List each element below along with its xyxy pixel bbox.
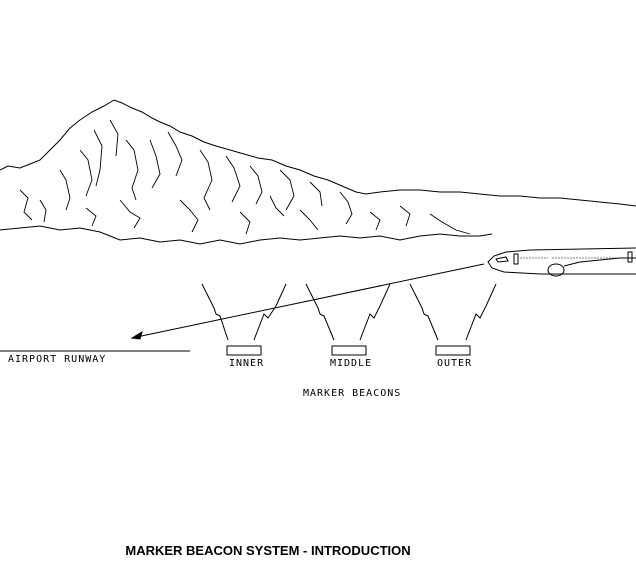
airplane-engine xyxy=(547,263,565,277)
airplane-door xyxy=(513,253,519,265)
glide-path-arrowhead xyxy=(130,330,143,340)
inner-beacon-label: INNER xyxy=(229,358,265,369)
airplane-fuselage xyxy=(487,247,636,275)
runway-label: AIRPORT RUNWAY xyxy=(8,354,107,365)
mountain-detail xyxy=(19,119,471,235)
middle-beacon-label: MIDDLE xyxy=(330,358,373,369)
airplane-door xyxy=(627,251,633,263)
marker-beacons-label: MARKER BEACONS xyxy=(303,388,402,399)
inner-beacon-transmitter xyxy=(226,345,262,356)
glide-path-line xyxy=(131,263,485,339)
middle-beacon-signal-cone xyxy=(305,283,391,341)
middle-beacon xyxy=(305,283,391,356)
outer-beacon-signal-cone xyxy=(409,283,497,341)
airplane xyxy=(487,247,636,277)
middle-beacon-transmitter xyxy=(331,345,367,356)
inner-beacon-signal-cone xyxy=(201,283,287,341)
mountain-outline xyxy=(0,99,636,207)
mountain-base xyxy=(0,225,493,245)
outer-beacon xyxy=(409,283,497,356)
inner-beacon xyxy=(201,283,287,356)
airplane-wing xyxy=(563,257,636,267)
outer-beacon-transmitter xyxy=(435,345,471,356)
airplane-cockpit-window xyxy=(495,256,509,263)
figure-caption: MARKER BEACON SYSTEM - INTRODUCTION xyxy=(125,543,411,558)
outer-beacon-label: OUTER xyxy=(437,358,473,369)
